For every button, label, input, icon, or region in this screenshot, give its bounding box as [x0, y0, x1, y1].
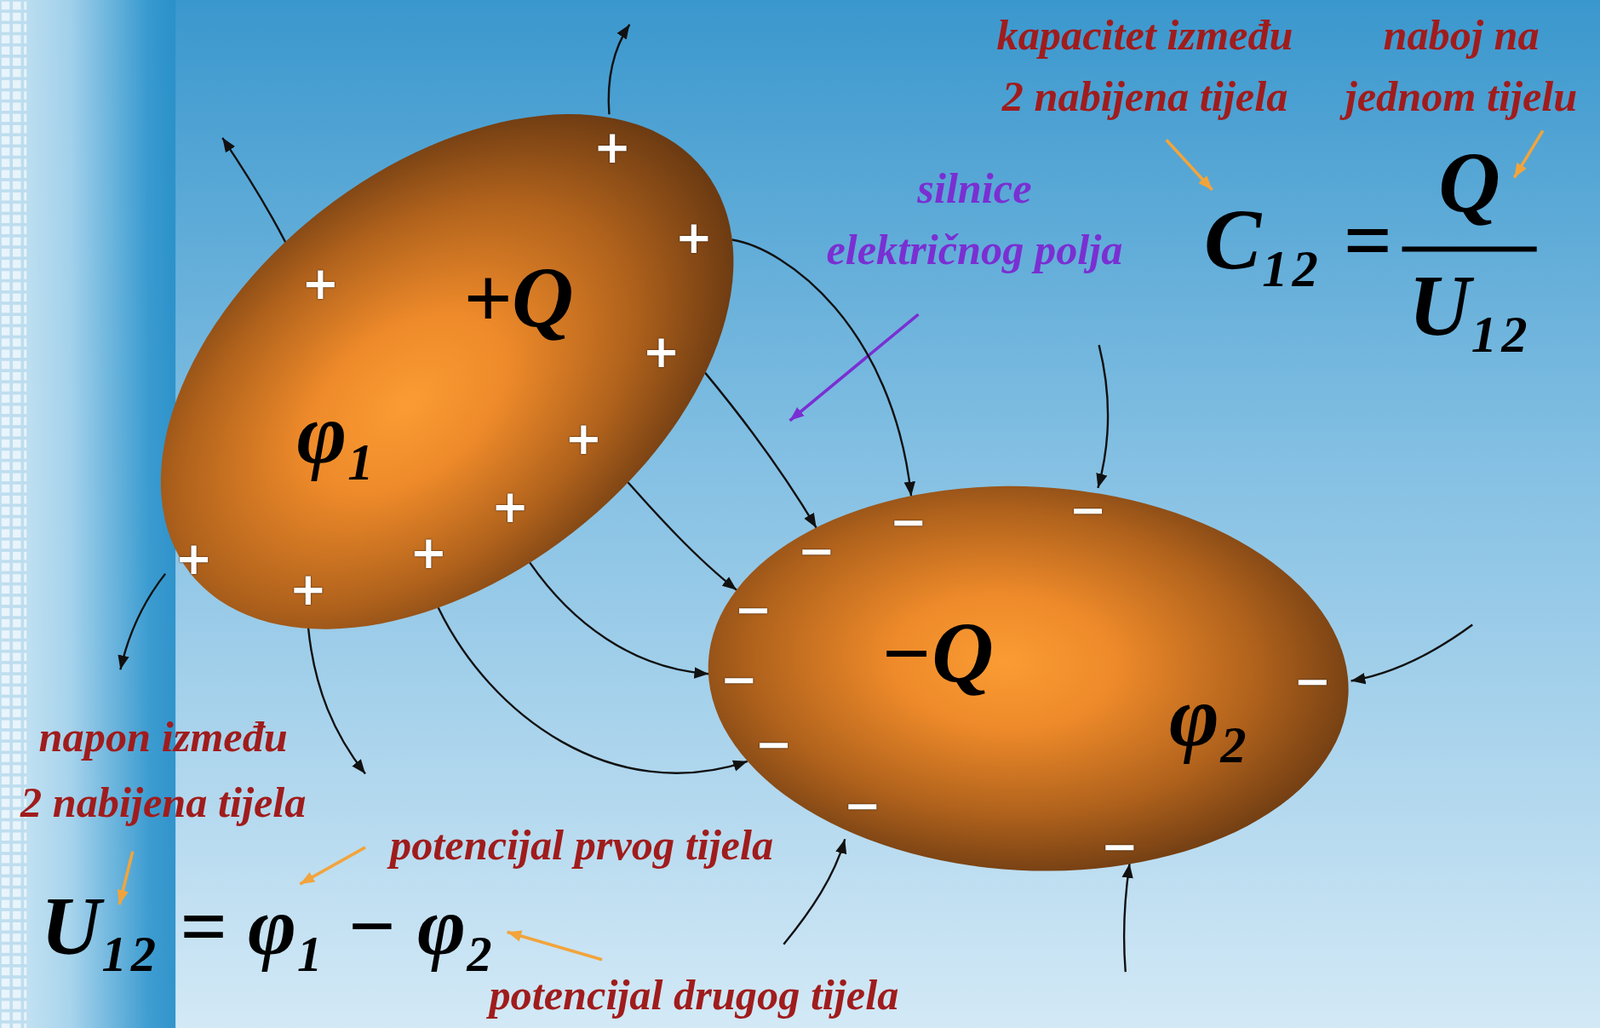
annotation: potencijal drugog tijela — [488, 973, 899, 1016]
field-line-connector — [705, 372, 817, 528]
plus-sign: + — [491, 484, 529, 530]
negative-body: −Qφ₂−−−−−−−−− — [705, 484, 1351, 872]
body-outline — [158, 112, 736, 631]
plus-sign: + — [301, 261, 339, 307]
formula-symbol: U₁₂ — [1408, 263, 1531, 350]
potential-label: φ₁ — [296, 390, 377, 477]
formula-symbol: Q — [1438, 140, 1501, 227]
field-line — [608, 24, 631, 115]
annotation: naboj na jednom tijelu — [1345, 5, 1578, 128]
minus-sign: − — [1293, 659, 1331, 705]
body-outline — [705, 484, 1351, 872]
leader-arrow — [1166, 139, 1213, 190]
plus-sign: + — [675, 215, 713, 261]
plus-sign: + — [175, 536, 213, 582]
leader-arrow — [790, 314, 919, 421]
minus-sign: − — [754, 722, 792, 768]
minus-sign: − — [1100, 824, 1138, 870]
annotation: silnice električnog polja — [825, 158, 1123, 282]
positive-body: +Q φ₁ + + + + + + + + + — [158, 112, 736, 631]
formula-symbol: C₁₂ — [1204, 197, 1321, 284]
plus-sign: + — [593, 125, 631, 171]
charge-label: −Q — [879, 610, 994, 697]
field-line — [308, 626, 366, 775]
minus-sign: − — [888, 499, 927, 545]
field-line-connector — [438, 607, 748, 773]
minus-sign: − — [734, 587, 772, 633]
leader-arrow — [1513, 130, 1543, 178]
annotation: potencijal prvog tijela — [389, 823, 774, 866]
field-line — [1097, 344, 1108, 488]
field-line-connector — [627, 481, 737, 591]
plus-sign: + — [289, 567, 327, 613]
side-grid — [0, 0, 27, 1028]
annotation: kapacitet između 2 nabijena tijela — [997, 5, 1294, 128]
field-line-connector — [732, 240, 912, 497]
field-line — [1124, 863, 1130, 972]
minus-sign: − — [843, 783, 882, 829]
formula-symbol: = — [1342, 197, 1392, 284]
annotation: napon između 2 nabijena tijela — [20, 704, 307, 835]
field-line — [783, 838, 845, 944]
plus-sign: + — [564, 416, 603, 462]
leader-arrow — [299, 847, 366, 884]
minus-sign: − — [1068, 487, 1107, 534]
minus-sign: − — [797, 528, 836, 574]
plus-sign: + — [409, 530, 448, 576]
leader-arrow — [507, 931, 603, 959]
minus-sign: − — [720, 657, 758, 703]
field-line — [1351, 625, 1474, 682]
charge-label: +Q — [463, 255, 574, 342]
formula: U₁₂ = φ₁ − φ₂ — [40, 884, 495, 969]
fraction-bar — [1402, 246, 1537, 252]
side-band — [0, 0, 176, 1028]
field-line — [120, 573, 166, 671]
field-line-connector — [529, 562, 709, 674]
plus-sign: + — [642, 329, 680, 375]
potential-label: φ₂ — [1169, 673, 1250, 760]
